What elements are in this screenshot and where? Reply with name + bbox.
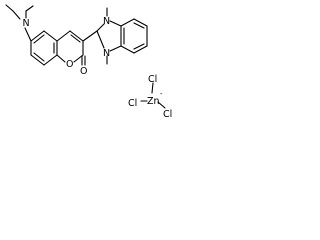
imidazoline-nitrogen-bottom-label: N	[103, 48, 110, 59]
zinc-chloride-bonds	[140, 82, 166, 109]
ring-oxygen-label: O	[66, 59, 73, 70]
chloride-label-right: Cl	[163, 109, 172, 120]
coumarin-benzene-ring	[30, 30, 58, 66]
carbonyl-oxygen-label: O	[80, 66, 87, 77]
zinc-charge-label: -	[160, 90, 163, 98]
linking-bond	[82, 30, 98, 42]
zinc-label: Zn	[147, 96, 160, 107]
chloride-label-left: Cl	[128, 98, 137, 109]
benzimidazole-benzene-ring	[120, 18, 148, 54]
chemical-structure-diagram: N O O N N Cl Cl Cl Zn -	[5, 4, 172, 120]
chloride-label-top: Cl	[148, 74, 157, 85]
imidazoline-ring	[96, 7, 122, 65]
imidazoline-nitrogen-top-label: N	[103, 16, 110, 27]
diethylamino-group	[5, 4, 34, 42]
coumarin-pyranone-ring	[56, 30, 86, 66]
amine-nitrogen-label: N	[23, 18, 30, 29]
